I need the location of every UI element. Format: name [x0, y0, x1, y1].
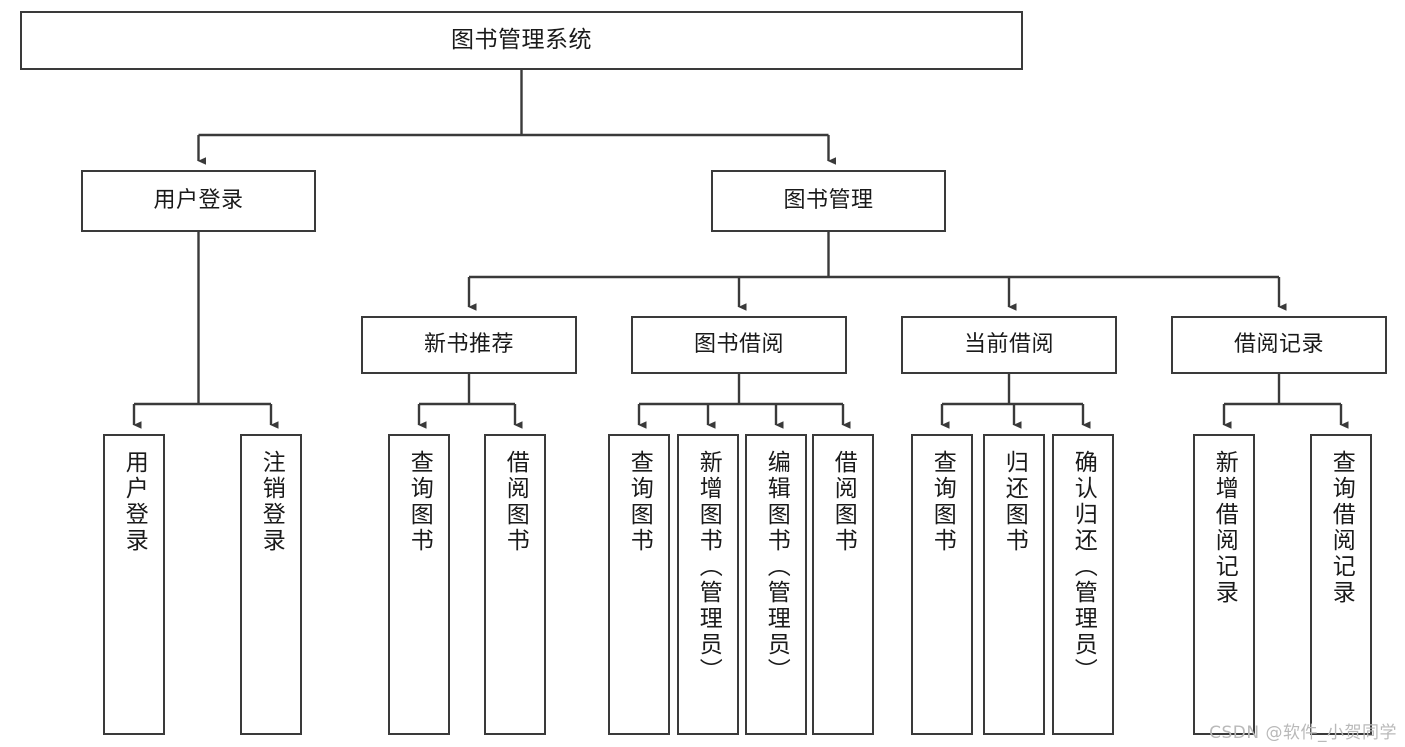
node-label: 查询借阅记录: [1328, 450, 1355, 606]
node-label: 注销登录: [258, 450, 285, 554]
node-login[interactable]: 用户登录: [81, 170, 316, 232]
node-newbook[interactable]: 新书推荐: [361, 316, 577, 374]
node-label: 借阅图书: [830, 450, 857, 554]
node-leaf-add-rec[interactable]: 新增借阅记录: [1193, 434, 1255, 735]
node-label: 用户登录: [153, 188, 244, 214]
node-leaf-query-rec[interactable]: 查询借阅记录: [1310, 434, 1372, 735]
node-label: 确认归还（管理员）: [1070, 450, 1097, 684]
node-root[interactable]: 图书管理系统: [20, 11, 1023, 70]
node-label: 查询图书: [626, 450, 653, 554]
node-label: 新增图书（管理员）: [695, 450, 722, 684]
node-leaf-borrow-b[interactable]: 借阅图书: [812, 434, 874, 735]
node-label: 当前借阅: [963, 332, 1054, 358]
node-label: 图书借阅: [693, 332, 784, 358]
node-label: 图书管理: [783, 188, 874, 214]
node-label: 用户登录: [121, 450, 148, 554]
node-leaf-borrow-new[interactable]: 借阅图书: [484, 434, 546, 735]
node-label: 图书管理系统: [451, 26, 592, 53]
node-leaf-login[interactable]: 用户登录: [103, 434, 165, 735]
node-leaf-logout[interactable]: 注销登录: [240, 434, 302, 735]
node-label: 查询图书: [929, 450, 956, 554]
node-leaf-query-c[interactable]: 查询图书: [911, 434, 973, 735]
node-label: 借阅记录: [1233, 332, 1324, 358]
node-bookmgmt[interactable]: 图书管理: [711, 170, 946, 232]
node-borrow[interactable]: 图书借阅: [631, 316, 847, 374]
node-leaf-add-book[interactable]: 新增图书（管理员）: [677, 434, 739, 735]
node-leaf-query-new[interactable]: 查询图书: [388, 434, 450, 735]
node-label: 编辑图书（管理员）: [763, 450, 790, 684]
node-records[interactable]: 借阅记录: [1171, 316, 1387, 374]
node-label: 借阅图书: [502, 450, 529, 554]
node-leaf-return[interactable]: 归还图书: [983, 434, 1045, 735]
node-leaf-edit-book[interactable]: 编辑图书（管理员）: [745, 434, 807, 735]
watermark-text: CSDN @软件_小贺同学: [1209, 723, 1397, 743]
node-label: 归还图书: [1001, 450, 1028, 554]
node-leaf-confirm[interactable]: 确认归还（管理员）: [1052, 434, 1114, 735]
node-label: 新增借阅记录: [1211, 450, 1238, 606]
node-label: 查询图书: [406, 450, 433, 554]
node-leaf-query-b[interactable]: 查询图书: [608, 434, 670, 735]
node-label: 新书推荐: [423, 332, 514, 358]
node-current[interactable]: 当前借阅: [901, 316, 1117, 374]
